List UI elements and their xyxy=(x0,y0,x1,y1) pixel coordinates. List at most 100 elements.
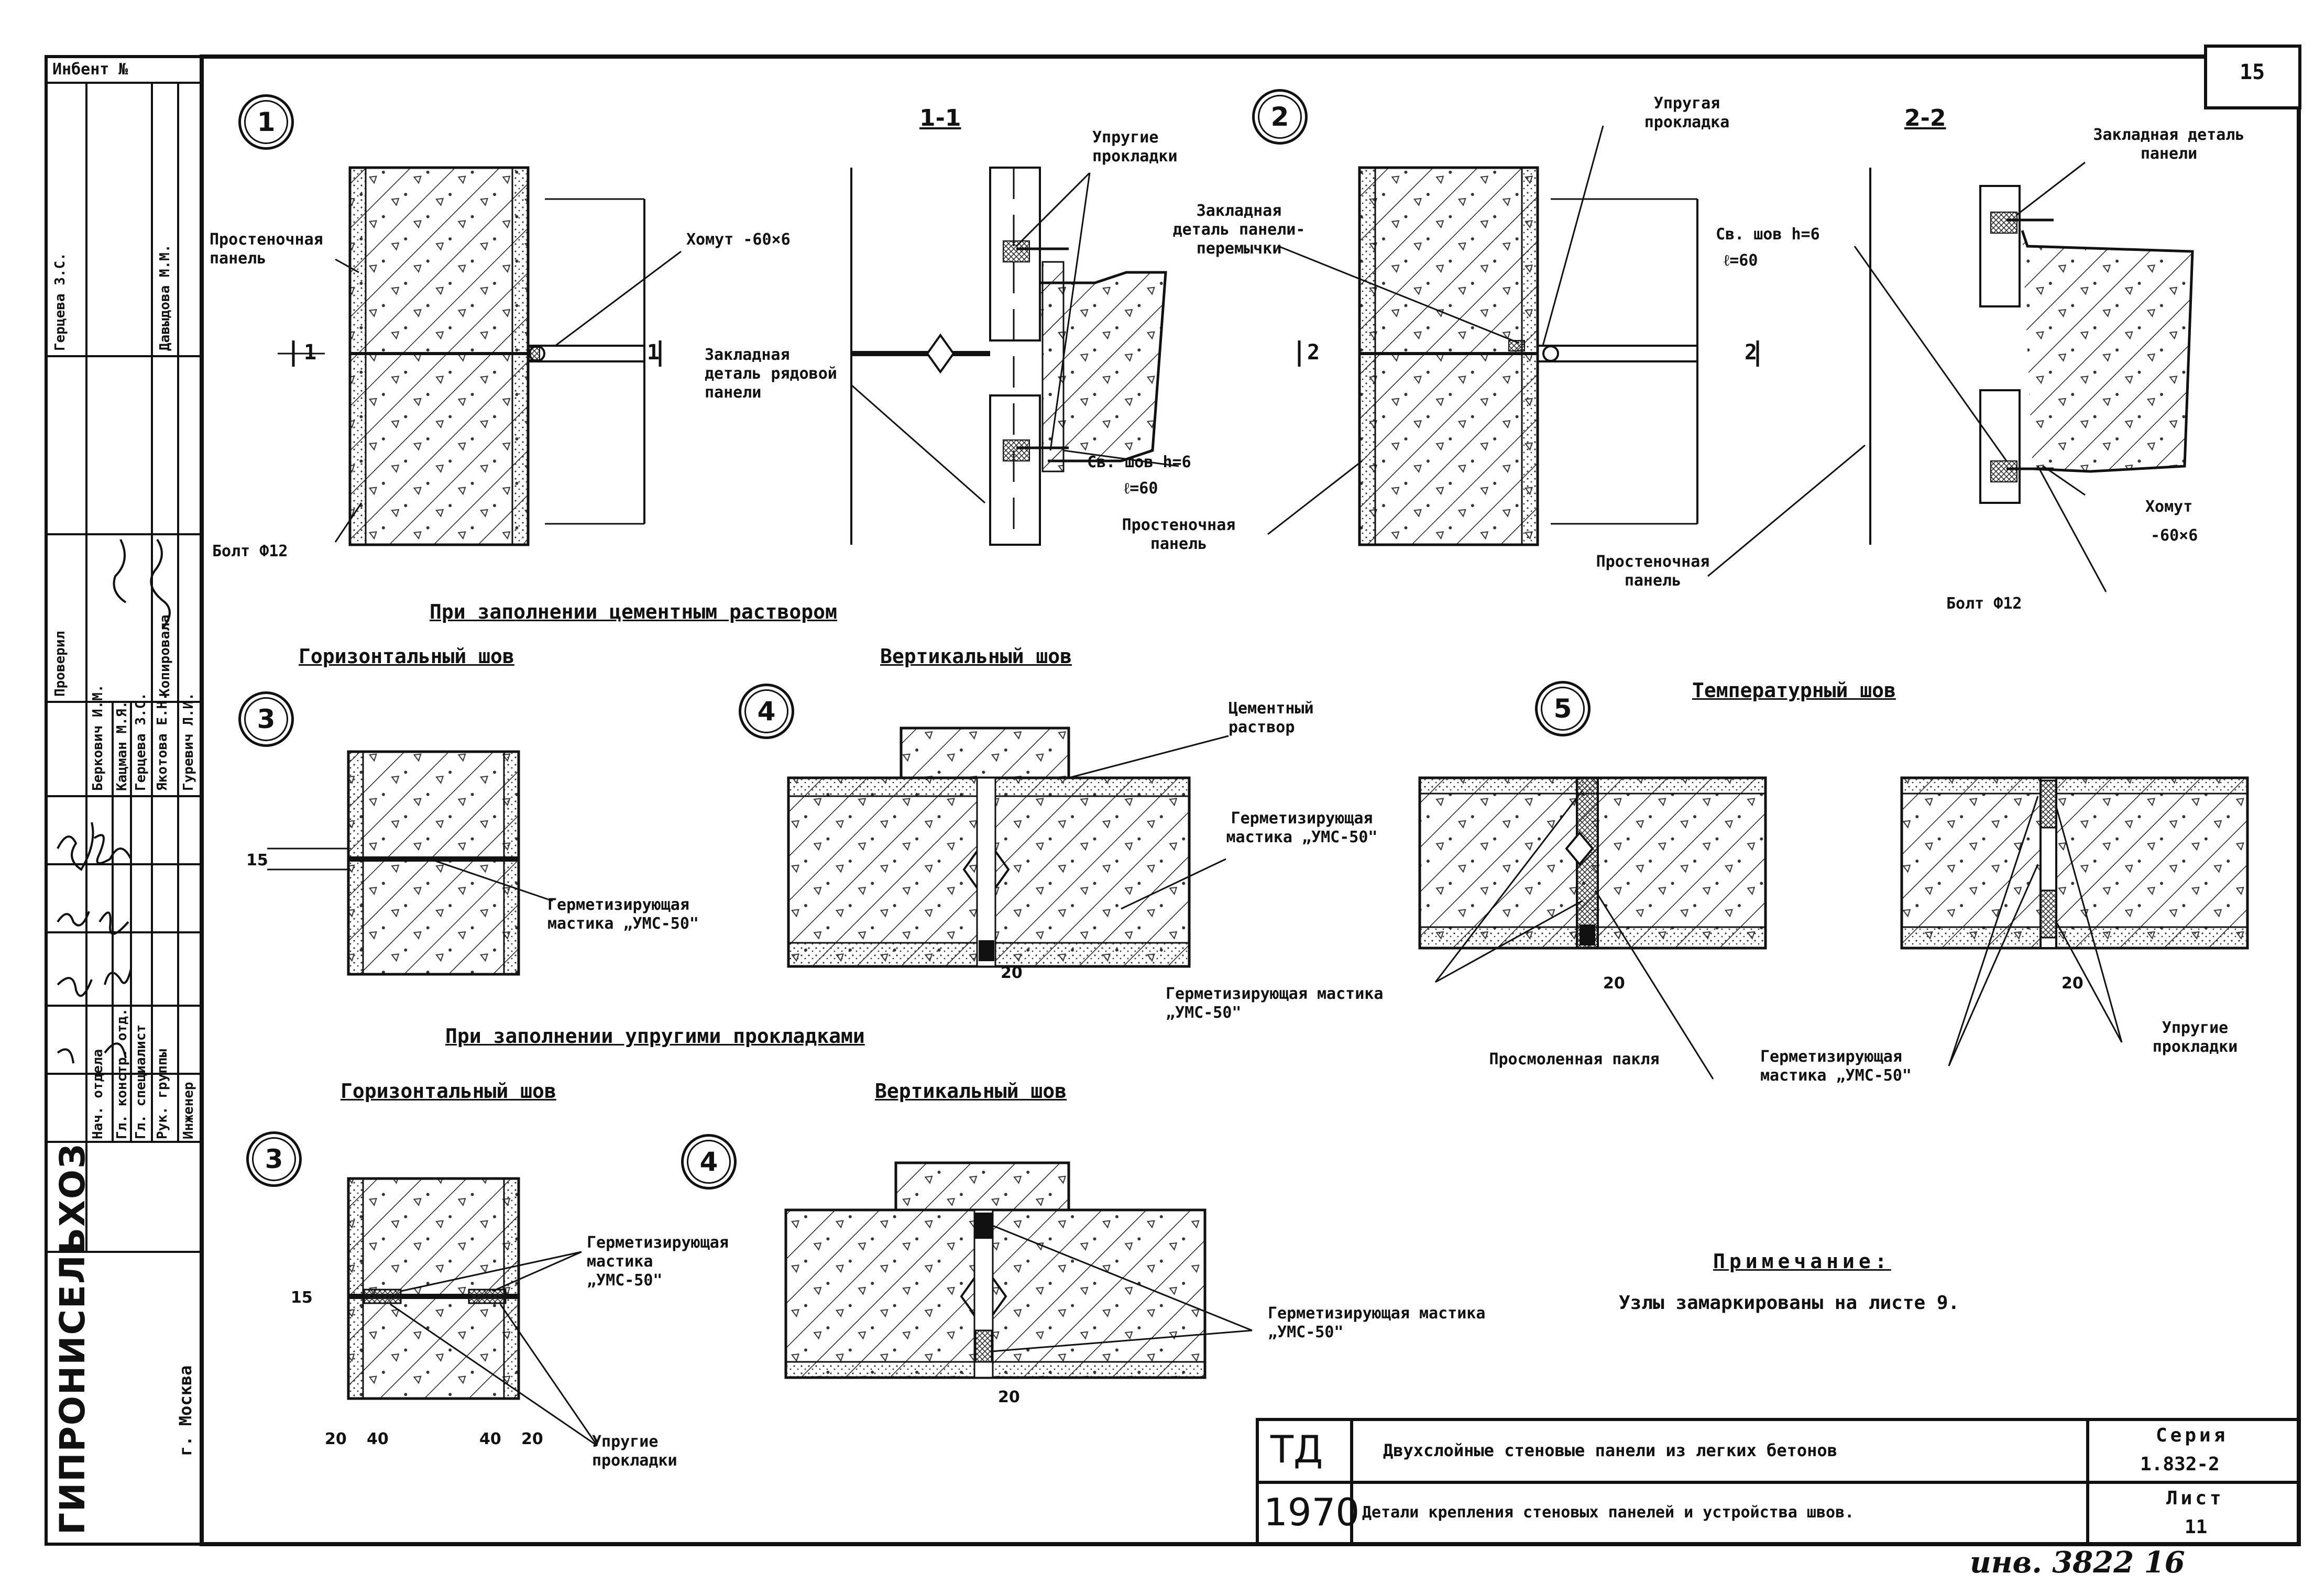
node-4b-marker: 4 xyxy=(681,1134,737,1190)
dim-20-c: 20 xyxy=(2061,974,2083,993)
title-block-sheet-value: 11 xyxy=(2185,1516,2208,1538)
node-5-drawing xyxy=(1418,776,1767,950)
label-germ-t: Герметизирующая мастика „УМС-50" xyxy=(1760,1048,1912,1085)
title-block-code: ТД xyxy=(1270,1427,1323,1471)
dim-40-a: 40 xyxy=(367,1430,389,1448)
node-3a-drawing xyxy=(267,750,520,976)
leader-lines xyxy=(334,125,2123,1447)
name-2: Кацман М.Я. xyxy=(114,700,130,791)
label-sv-shov-1a: Св. шов h=6 xyxy=(1087,453,1191,471)
dim-40-b: 40 xyxy=(479,1430,501,1448)
label-prosten-panel-1: Простеночная панель xyxy=(210,230,323,268)
label-prosten-panel-2: Простеночная панель xyxy=(1122,516,1236,553)
label-zakl-perem: Закладная деталь панели-перемычки xyxy=(1172,202,1306,258)
signatures xyxy=(57,538,171,1064)
label-germ-3a: Герметизирующая мастика „УМС-50" xyxy=(547,896,699,933)
page-number-box xyxy=(2204,45,2301,109)
label-prosten-panel-3: Простеночная панель xyxy=(1596,553,1710,590)
inventory-label: Инбент № xyxy=(52,60,128,79)
label-prosmol: Просмоленная пакля xyxy=(1489,1050,1660,1069)
title-block-series-value: 1.832-2 xyxy=(2140,1454,2220,1475)
name-3: Герцева З.С. xyxy=(133,692,149,791)
cut-2-left: 2 xyxy=(1307,340,1320,365)
label-homut-2b: -60×6 xyxy=(2151,526,2198,545)
section-2-2-title: 2-2 xyxy=(1904,105,1946,131)
copy-name: Давыдова М.М. xyxy=(157,244,173,351)
copy-label: Копировала xyxy=(157,614,173,697)
label-homut-2a: Хомут xyxy=(2145,498,2193,516)
label-germ-4b: Герметизирующая мастика „УМС-50" xyxy=(1268,1304,1486,1341)
dim-20-d: 20 xyxy=(325,1430,347,1448)
label-sv-shov-2b: ℓ=60 xyxy=(1724,251,1758,270)
node-4b-drawing xyxy=(784,1161,1207,1379)
node-5-marker: 5 xyxy=(1535,681,1591,736)
cut-2-right: 2 xyxy=(1745,340,1758,365)
node-1-drawing xyxy=(278,166,662,546)
node-3b-marker: 3 xyxy=(246,1131,302,1187)
dim-20-b: 20 xyxy=(1603,974,1625,993)
dim-15-b: 15 xyxy=(291,1289,313,1307)
label-homut-1: Хомут -60×6 xyxy=(686,230,791,249)
node-temp-drawing xyxy=(1900,776,2249,950)
node-3b-drawing xyxy=(347,1177,520,1400)
role-1: Нач. отдела xyxy=(90,1049,106,1139)
vert-shov-1-title: Вертикальный шов xyxy=(880,645,1072,668)
node-2-marker: 2 xyxy=(1252,89,1308,145)
organization-name: ГИПРОНИСЕЛЬХОЗ xyxy=(52,1142,93,1535)
label-germ-5: Герметизирующая мастика „УМС-50" xyxy=(1166,985,1384,1022)
note-title: Примечание: xyxy=(1713,1250,1891,1273)
horiz-shov-1-title: Горизонтальный шов xyxy=(299,645,514,668)
section-1-1-drawing xyxy=(850,167,1167,546)
role-3: Гл. специалист xyxy=(133,1024,149,1139)
label-uprugie-1: Упругие прокладки xyxy=(1092,128,1178,166)
label-zakl-ryad: Закладная деталь рядовой панели xyxy=(705,346,837,402)
elastic-section-title: При заполнении упругими прокладками xyxy=(445,1025,865,1048)
horiz-shov-2-title: Горизонтальный шов xyxy=(341,1080,556,1103)
label-sv-shov-1b: ℓ=60 xyxy=(1124,479,1158,498)
role-2: Гл. констр. отд. xyxy=(114,1008,130,1139)
handwritten-inventory: инв. 3822 16 xyxy=(1970,1545,2185,1580)
label-cement-rastvor: Цементный раствор xyxy=(1229,699,1314,736)
note-text: Узлы замаркированы на листе 9. xyxy=(1619,1292,1960,1314)
cement-section-title: При заполнении цементным раствором xyxy=(430,600,837,623)
title-block-year: 1970 xyxy=(1264,1490,1360,1534)
role-4: Рук. группы xyxy=(155,1049,170,1139)
dim-20-e: 20 xyxy=(521,1430,543,1448)
name-1: Беркович И.М. xyxy=(90,684,106,791)
node-4a-marker: 4 xyxy=(739,684,794,739)
title-block-sheet-label: Лист xyxy=(2166,1488,2224,1509)
section-2-2-drawing xyxy=(1869,168,2194,545)
node-1-marker: 1 xyxy=(238,94,294,150)
name-4: Якотова Е.Н. xyxy=(155,692,170,791)
cut-1-right: 1 xyxy=(647,340,660,365)
drawing-frame xyxy=(200,54,2301,1546)
title-block-title: Двухслойные стеновые панели из легких бе… xyxy=(1383,1440,1837,1460)
label-germ-3b: Герметизирующая мастика „УМС-50" xyxy=(587,1234,729,1290)
check-label: Проверил xyxy=(52,631,68,697)
label-uprugaya-2: Упругая прокладка xyxy=(1644,94,1730,131)
title-block-frame xyxy=(1256,1418,2300,1546)
vert-shov-2-title: Вертикальный шов xyxy=(875,1080,1067,1103)
role-5: Инженер xyxy=(181,1082,196,1139)
title-block-series-label: Серия xyxy=(2156,1425,2229,1446)
page-number: 15 xyxy=(2240,60,2265,84)
check-name: Герцева З.С. xyxy=(52,252,68,351)
dim-15-a: 15 xyxy=(246,851,268,869)
name-5: Гуревич Л.И. xyxy=(181,692,196,791)
label-uprugie-3b: Упругие прокладки xyxy=(592,1433,677,1470)
node-3a-marker: 3 xyxy=(238,691,294,747)
label-zakl-22: Закладная деталь панели xyxy=(2093,126,2245,163)
cut-1-left: 1 xyxy=(304,340,317,365)
title-block-subtitle: Детали крепления стеновых панелей и устр… xyxy=(1362,1503,1855,1522)
dim-20-a: 20 xyxy=(1001,964,1023,982)
node-2-drawing xyxy=(1298,166,1759,546)
label-sv-shov-2a: Св. шов h=6 xyxy=(1716,225,1820,244)
city-name: г. Москва xyxy=(176,1365,195,1456)
dim-20-f: 20 xyxy=(998,1388,1020,1406)
label-uprugie-t: Упругие прокладки xyxy=(2152,1019,2238,1056)
label-bolt-1: Болт Ф12 xyxy=(212,542,288,560)
node-4a-drawing xyxy=(787,727,1191,968)
stamp-grid xyxy=(46,82,202,1253)
temp-shov-title: Температурный шов xyxy=(1692,679,1896,702)
